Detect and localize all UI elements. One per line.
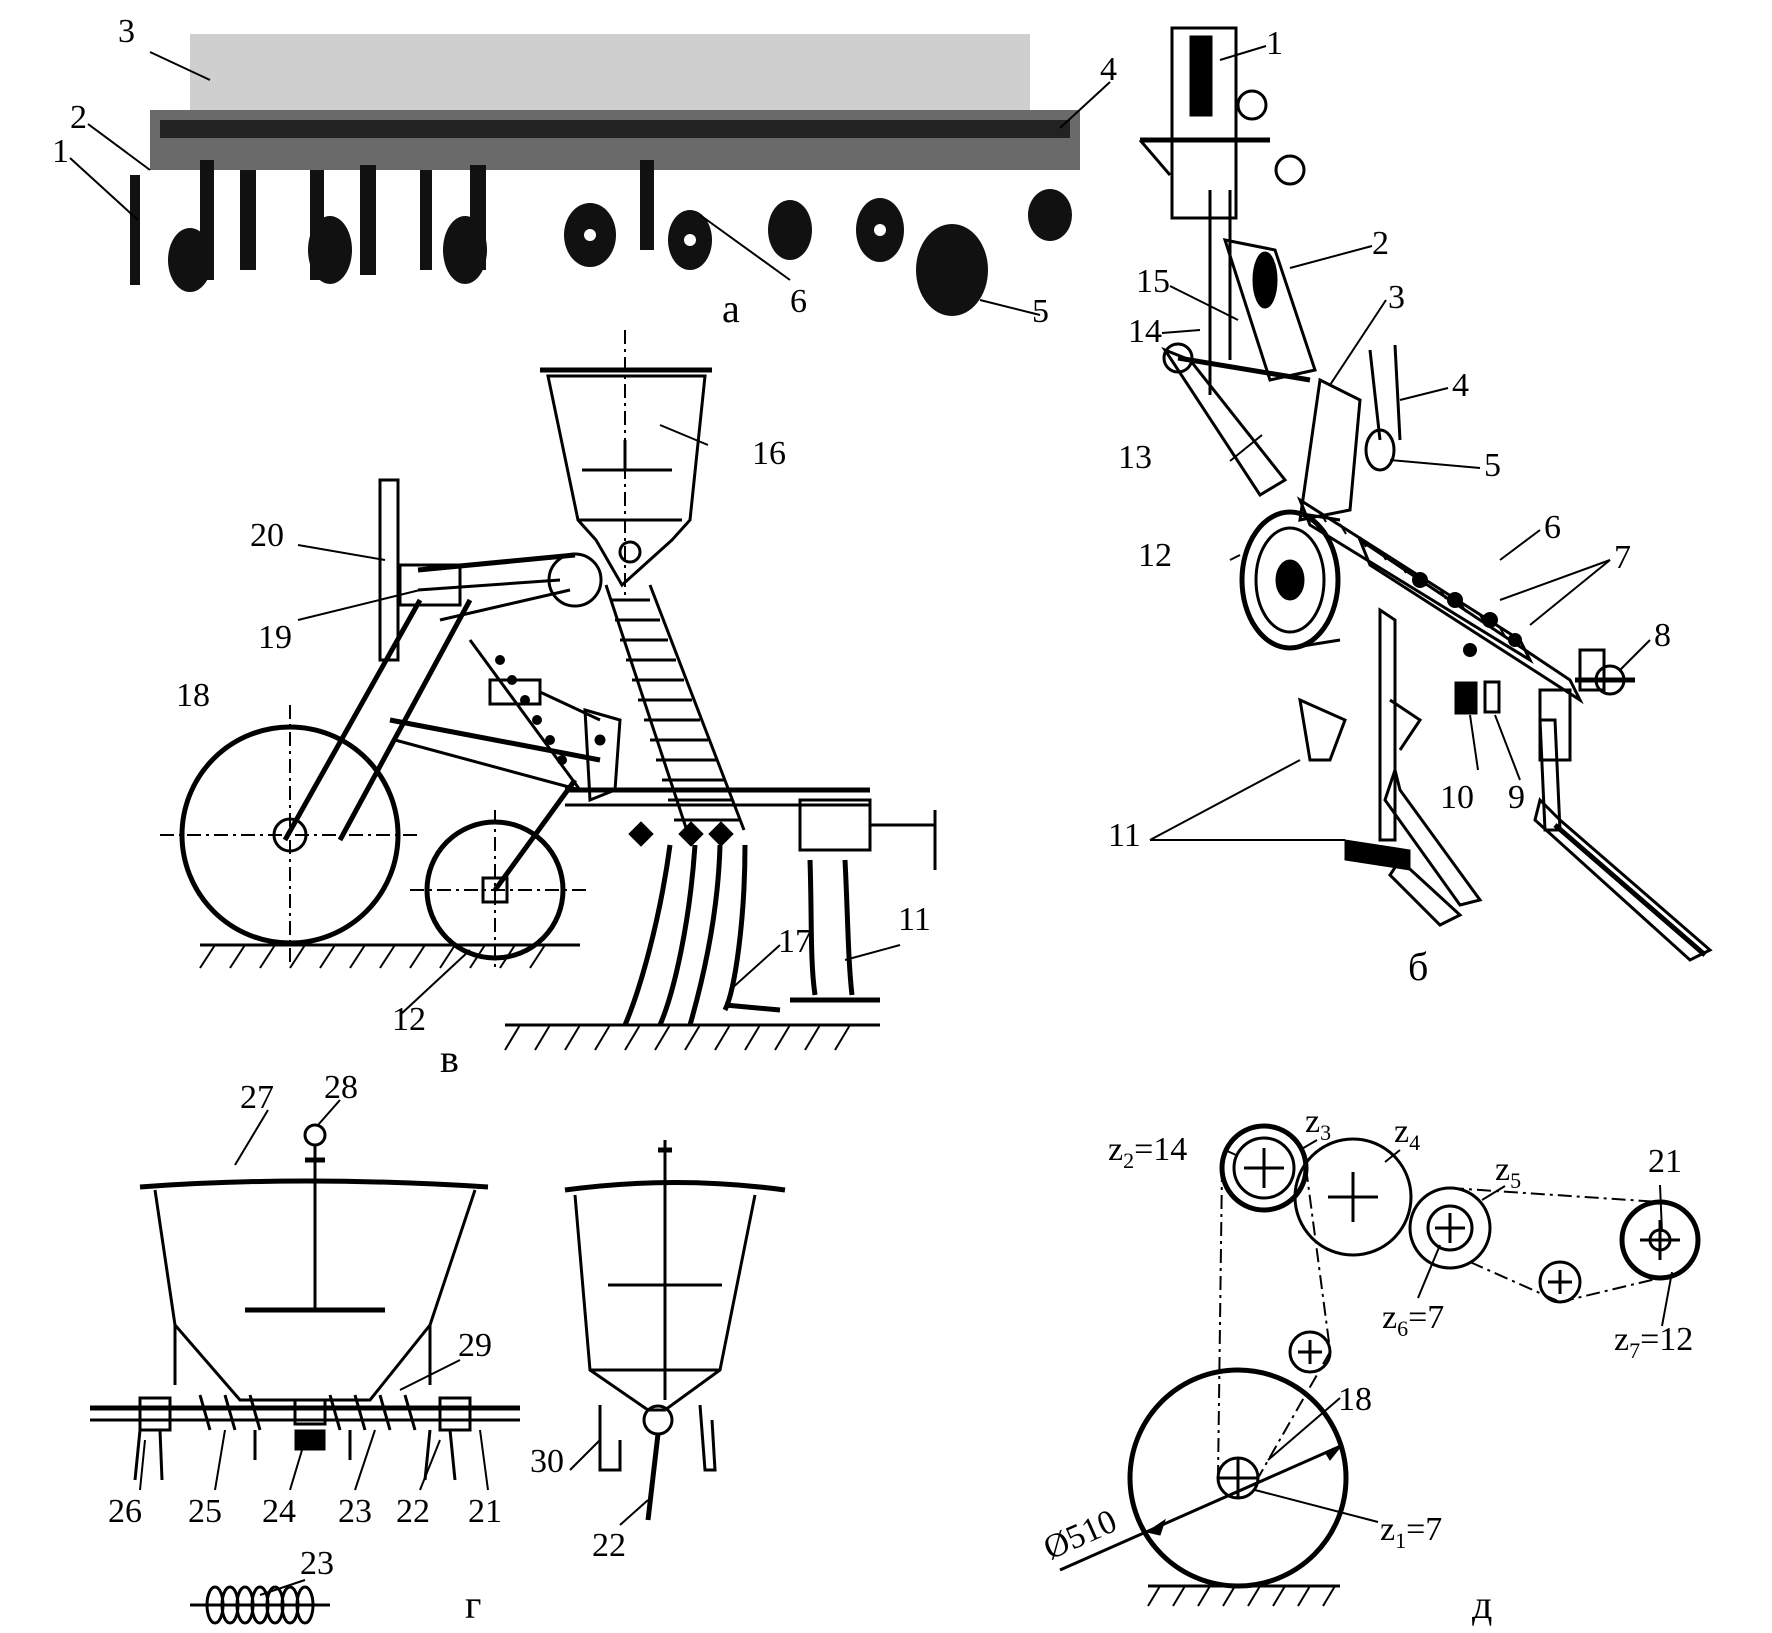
panel-v-label-18: 18 — [176, 677, 210, 714]
panel-v-label-19: 19 — [258, 619, 292, 656]
panel-a-photo: 1 2 3 4 5 6 а — [52, 13, 1117, 331]
panel-d-gear-z2: z2=14 — [1108, 1131, 1187, 1173]
panel-g-label-27: 27 — [240, 1079, 274, 1116]
photo-frame-bar — [160, 120, 1070, 138]
v-seed-tube — [610, 598, 740, 822]
panel-g-label-24: 24 — [262, 1493, 296, 1530]
panel-b-label-14: 14 — [1128, 313, 1162, 350]
g-small-hopper — [573, 1194, 757, 1412]
b-post-clamp — [1189, 35, 1213, 117]
panel-d-gear-z6: z6=7 — [1382, 1299, 1444, 1341]
panel-a-label-1: 1 — [52, 133, 69, 170]
panel-b-label-6: 6 — [1544, 509, 1561, 546]
panel-g-label-25: 25 — [188, 1493, 222, 1530]
b-post — [1170, 26, 1238, 220]
panel-b-label-3: 3 — [1388, 279, 1405, 316]
panel-g-label-26: 26 — [108, 1493, 142, 1530]
panel-b-label-4: 4 — [1452, 367, 1469, 404]
panel-a-letter: а — [722, 286, 740, 331]
panel-g-label-23: 23 — [338, 1493, 372, 1530]
panel-v-label-16: 16 — [752, 435, 786, 472]
panel-b-label-1: 1 — [1266, 25, 1283, 62]
panel-v-label-11: 11 — [898, 901, 931, 938]
panel-b-label-10: 10 — [1440, 779, 1474, 816]
panel-a-label-3: 3 — [118, 13, 135, 50]
panel-v-label-20: 20 — [250, 517, 284, 554]
panel-b-label-13: 13 — [1118, 439, 1152, 476]
panel-b-label-9: 9 — [1508, 779, 1525, 816]
panel-b-label-8: 8 — [1654, 617, 1671, 654]
panel-d-gear-z3: z3 — [1305, 1103, 1331, 1145]
panel-b-letter: б — [1408, 944, 1428, 989]
panel-b-label-12: 12 — [1138, 537, 1172, 574]
g-spring-23 — [190, 1585, 330, 1625]
v-marker-20 — [378, 478, 400, 662]
panel-d-gear-train: z2=14 z3 z4 z5 z6=7 z7=12 z1=7 21 18 Ø51… — [1038, 1103, 1701, 1627]
g-hopper-lid-27 — [139, 1178, 489, 1190]
b-link-2 — [1222, 238, 1317, 382]
d-gear-z4 — [1293, 1137, 1413, 1257]
panel-d-label-18: 18 — [1338, 1381, 1372, 1418]
panel-d-gear-z1: z1=7 — [1380, 1511, 1442, 1553]
photo-wheels — [168, 189, 1072, 316]
v-hopper-16 — [546, 374, 707, 588]
panel-d-gear-z5: z5 — [1495, 1151, 1521, 1193]
panel-v-letter: в — [440, 1036, 459, 1081]
panel-b-section-unit: 1 2 3 4 5 6 7 8 9 10 11 12 13 14 15 б — [1108, 25, 1713, 989]
panel-b-label-15: 15 — [1136, 263, 1170, 300]
photo-hopper-box — [190, 34, 1030, 114]
panel-g-label-30: 30 — [530, 1443, 564, 1480]
panel-b-label-7: 7 — [1614, 539, 1631, 576]
panel-g-label-21: 21 — [468, 1493, 502, 1530]
panel-g-hopper: 27 28 29 26 25 24 23 22 21 30 22 23 г — [90, 1069, 786, 1627]
panel-a-label-4: 4 — [1100, 51, 1117, 88]
panel-g-label-22: 22 — [396, 1493, 430, 1530]
panel-g-label-22b: 22 — [592, 1527, 626, 1564]
panel-v-side-view: 16 20 19 18 17 11 12 в — [160, 330, 937, 1081]
panel-b-label-5: 5 — [1484, 447, 1501, 484]
panel-v-label-17: 17 — [778, 923, 812, 960]
photo-frame — [150, 110, 1080, 170]
panel-g-label-29: 29 — [458, 1327, 492, 1364]
panel-b-label-2: 2 — [1372, 225, 1389, 262]
g-handle-28 — [303, 1123, 327, 1147]
panel-d-gear-z7: z7=12 — [1614, 1321, 1693, 1363]
panel-a-label-6: 6 — [790, 283, 807, 320]
panel-b-label-11: 11 — [1108, 817, 1141, 854]
panel-g-label-23b: 23 — [300, 1545, 334, 1582]
panel-g-label-28: 28 — [324, 1069, 358, 1106]
panel-d-gear-z4: z4 — [1394, 1113, 1420, 1155]
panel-v-label-12: 12 — [392, 1001, 426, 1038]
panel-d-label-21: 21 — [1648, 1143, 1682, 1180]
panel-a-label-2: 2 — [70, 99, 87, 136]
panel-g-letter: г — [465, 1582, 481, 1627]
panel-a-label-5: 5 — [1032, 293, 1049, 330]
panel-d-diameter: Ø510 — [1038, 1503, 1122, 1568]
panel-d-letter: д — [1472, 1582, 1492, 1627]
